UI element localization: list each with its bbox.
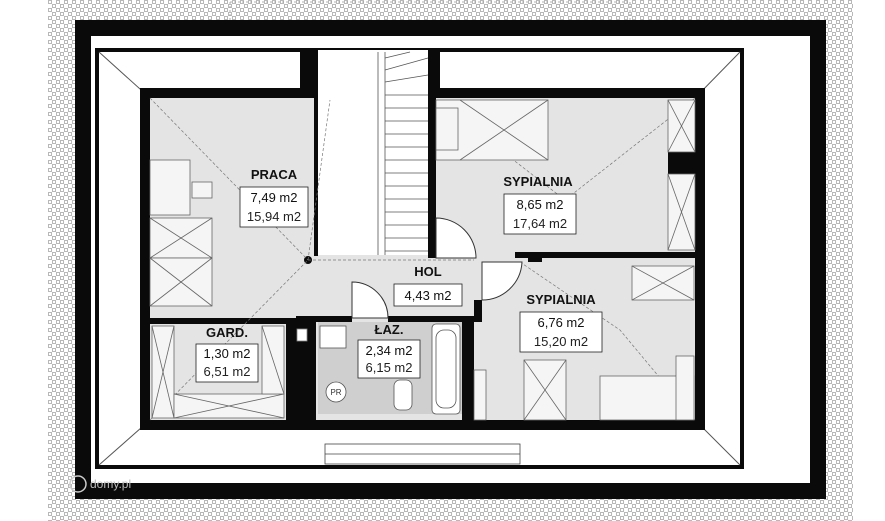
room-area-total: 6,15 m2 [366, 360, 413, 375]
room-label-gard: GARD. 1,30 m2 6,51 m2 [195, 325, 259, 383]
room-label-hol: HOL 4,43 m2 [393, 264, 463, 307]
room-area: 7,49 m2 [251, 190, 298, 205]
windows [324, 443, 521, 465]
watermark: domy.pl [69, 475, 131, 493]
watermark-text: domy.pl [90, 477, 131, 491]
room-area-total: 6,51 m2 [204, 364, 251, 379]
room-label-sypialnia-2: SYPIALNIA 6,76 m2 15,20 m2 [519, 292, 603, 353]
furniture-sypialnia-top [435, 99, 696, 251]
room-area: 4,43 m2 [405, 288, 452, 303]
staircase [318, 50, 429, 255]
room-label-laz: ŁAZ. 2,34 m2 6,15 m2 [357, 322, 421, 379]
room-name: PRACA [251, 167, 298, 182]
room-name: GARD. [206, 325, 248, 340]
room-name: SYPIALNIA [503, 174, 573, 189]
room-name: SYPIALNIA [526, 292, 596, 307]
room-area: 1,30 m2 [204, 346, 251, 361]
door-swings [351, 217, 523, 319]
room-name: ŁAZ. [375, 322, 404, 337]
room-name: HOL [414, 264, 442, 279]
room-label-praca: PRACA 7,49 m2 15,94 m2 [239, 167, 309, 228]
washing-machine-icon [325, 381, 347, 403]
room-area: 8,65 m2 [517, 197, 564, 212]
furniture-sypialnia-bottom [473, 265, 695, 421]
room-label-sypialnia-1: SYPIALNIA 8,65 m2 17,64 m2 [503, 174, 577, 235]
top-dashed-boundary [229, 1, 631, 22]
pr-label: PR [330, 388, 341, 397]
bathroom-fixtures [292, 323, 461, 415]
room-area-total: 17,64 m2 [513, 216, 567, 231]
room-area: 6,76 m2 [538, 315, 585, 330]
room-area: 2,34 m2 [366, 343, 413, 358]
room-area-total: 15,20 m2 [534, 334, 588, 349]
interior-walls [140, 50, 705, 430]
furniture-praca [149, 159, 213, 307]
room-area-total: 15,94 m2 [247, 209, 301, 224]
furniture-gard [151, 325, 285, 419]
